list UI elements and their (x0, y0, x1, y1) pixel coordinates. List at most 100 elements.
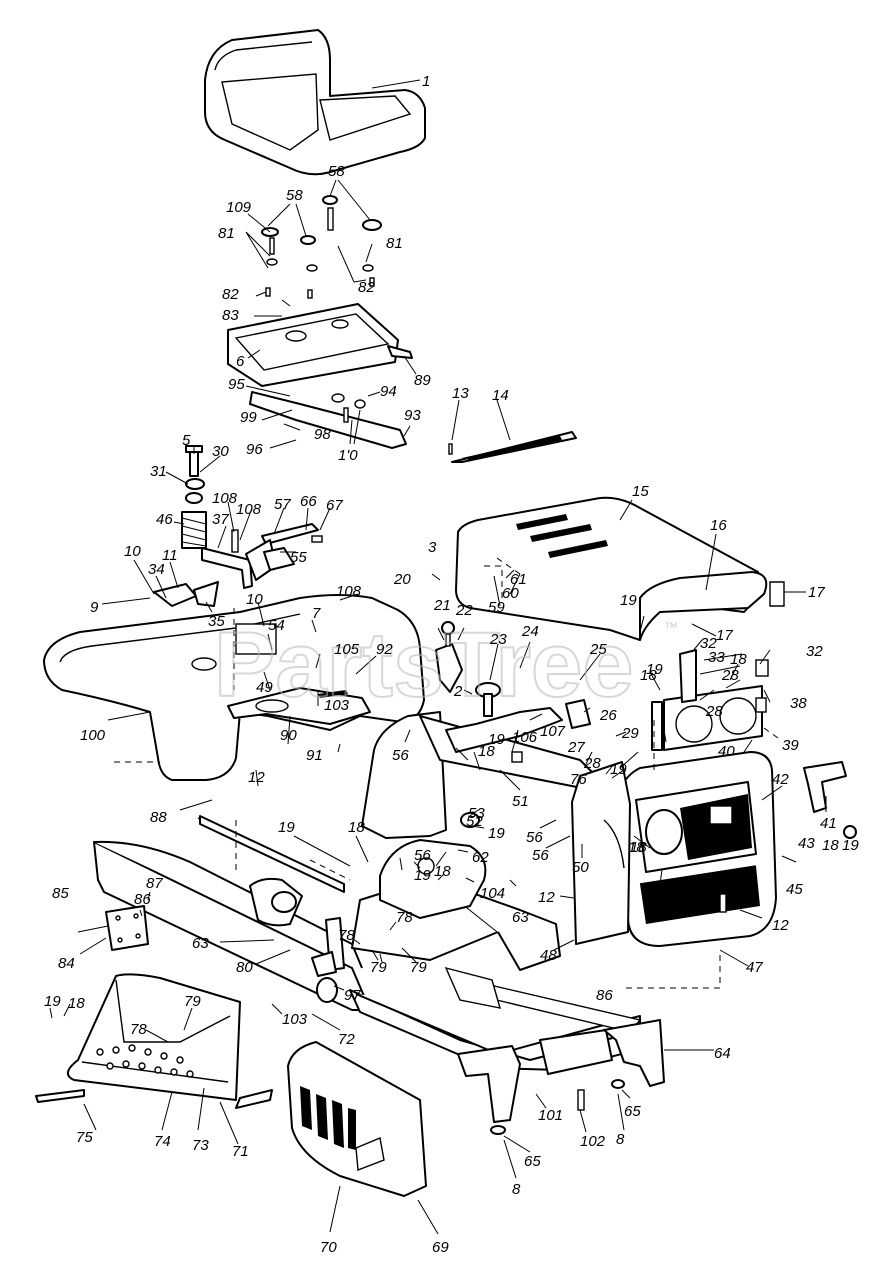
callout-108: 108 (336, 583, 362, 600)
callout-82: 82 (222, 286, 239, 303)
callout-55: 55 (290, 549, 307, 566)
callout-45: 45 (786, 881, 803, 898)
callout-56: 56 (532, 847, 549, 864)
hitch-plate[interactable] (105, 905, 149, 951)
callout-93: 93 (404, 407, 421, 424)
callout-66: 66 (300, 493, 317, 510)
callout-84: 84 (58, 955, 75, 972)
callout-19: 19 (44, 993, 61, 1010)
callout-72: 72 (338, 1031, 355, 1048)
callout-40: 40 (718, 743, 735, 760)
callout-10: 10 (246, 591, 263, 608)
callout-58: 58 (286, 187, 303, 204)
trim-strip[interactable] (448, 431, 577, 463)
callout-19: 19 (488, 731, 505, 748)
front-grille[interactable] (571, 751, 777, 947)
seat[interactable] (204, 29, 426, 176)
callout-79: 79 (410, 959, 427, 976)
callout-23: 23 (489, 631, 507, 648)
callout-labels: 1 58 58 109 81 81 82 82 83 6 89 95 94 99… (44, 73, 859, 1256)
callout-54: 54 (268, 617, 285, 634)
steering-bracket[interactable] (435, 621, 463, 693)
callout-19: 19 (278, 819, 295, 836)
front-bracket[interactable] (803, 761, 857, 839)
callout-1: 1 (422, 73, 430, 90)
callout-105: 105 (334, 641, 360, 658)
callout-65: 65 (624, 1103, 641, 1120)
callout-2: 2 (453, 683, 463, 700)
callout-32: 32 (700, 635, 717, 652)
callout-81: 81 (218, 225, 235, 242)
hood[interactable] (455, 496, 785, 641)
callout-51: 51 (512, 793, 529, 810)
engine-mount[interactable] (249, 839, 487, 1003)
callout-19: 19 (842, 837, 859, 854)
seat-pan[interactable] (227, 303, 413, 387)
callout-6: 6 (236, 353, 245, 370)
callout-65: 65 (524, 1153, 541, 1170)
callout-19: 19 (646, 661, 663, 678)
callout-99: 99 (240, 409, 257, 426)
callout-48: 48 (540, 947, 557, 964)
callout-16: 16 (710, 517, 727, 534)
callout-100: 100 (80, 727, 106, 744)
callout-43: 43 (798, 835, 815, 852)
callout-26: 26 (599, 707, 617, 724)
axle-bracket[interactable] (457, 1019, 665, 1135)
hinge-brackets[interactable] (153, 523, 323, 607)
bolt[interactable] (35, 1089, 85, 1103)
callout-37: 37 (212, 511, 229, 528)
callout-83: 83 (222, 307, 239, 324)
callout-90: 90 (280, 727, 297, 744)
callout-79: 79 (370, 959, 387, 976)
callout-89: 89 (414, 372, 431, 389)
callout-19: 19 (620, 592, 637, 609)
callout-88: 88 (150, 809, 167, 826)
callout-58: 58 (328, 163, 345, 180)
callout-12: 12 (248, 769, 265, 786)
callout-46: 46 (156, 511, 173, 528)
svg-text:PartsTree: PartsTree (214, 614, 633, 716)
callout-86: 86 (134, 891, 151, 908)
callout-12: 12 (538, 889, 555, 906)
callout-61: 61 (510, 571, 527, 588)
callout-22: 22 (455, 602, 473, 619)
callout-39: 39 (782, 737, 799, 754)
callout-13: 13 (452, 385, 469, 402)
callout-28: 28 (721, 667, 739, 684)
callout-62: 62 (472, 849, 489, 866)
callout-94: 94 (380, 383, 397, 400)
seat-spring-assembly[interactable] (181, 445, 207, 549)
callout-25: 25 (589, 641, 607, 658)
seat-bracket[interactable] (249, 391, 407, 449)
footrest[interactable] (67, 973, 273, 1109)
callout-98: 98 (314, 426, 331, 443)
control-panel[interactable] (651, 649, 769, 751)
callout-18: 18 (730, 651, 747, 668)
callout-42: 42 (772, 771, 789, 788)
callout-29: 29 (621, 725, 639, 742)
callout-63: 63 (192, 935, 209, 952)
callout-18: 18 (640, 667, 657, 684)
callout-47: 47 (746, 959, 763, 976)
callout-81: 81 (386, 235, 403, 252)
callout-76: 76 (570, 771, 587, 788)
callout-18: 18 (822, 837, 839, 854)
callout-19: 19 (610, 761, 627, 778)
callout-56: 56 (392, 747, 409, 764)
callout-97: 97 (344, 987, 361, 1004)
callout-53: 53 (468, 805, 485, 822)
callout-78: 78 (130, 1021, 147, 1038)
callout-41: 41 (820, 815, 837, 832)
callout-74: 74 (154, 1133, 171, 1150)
callout-11: 11 (162, 547, 178, 564)
callout-57: 57 (274, 496, 291, 513)
callout-14: 14 (492, 387, 509, 404)
callout-3: 3 (428, 539, 437, 556)
callout-15: 15 (632, 483, 649, 500)
callout-44: 44 (652, 881, 669, 898)
callout-107: 107 (540, 723, 566, 740)
side-panel[interactable] (287, 1041, 427, 1197)
dash-panel[interactable] (361, 682, 601, 839)
callout-73: 73 (192, 1137, 209, 1154)
